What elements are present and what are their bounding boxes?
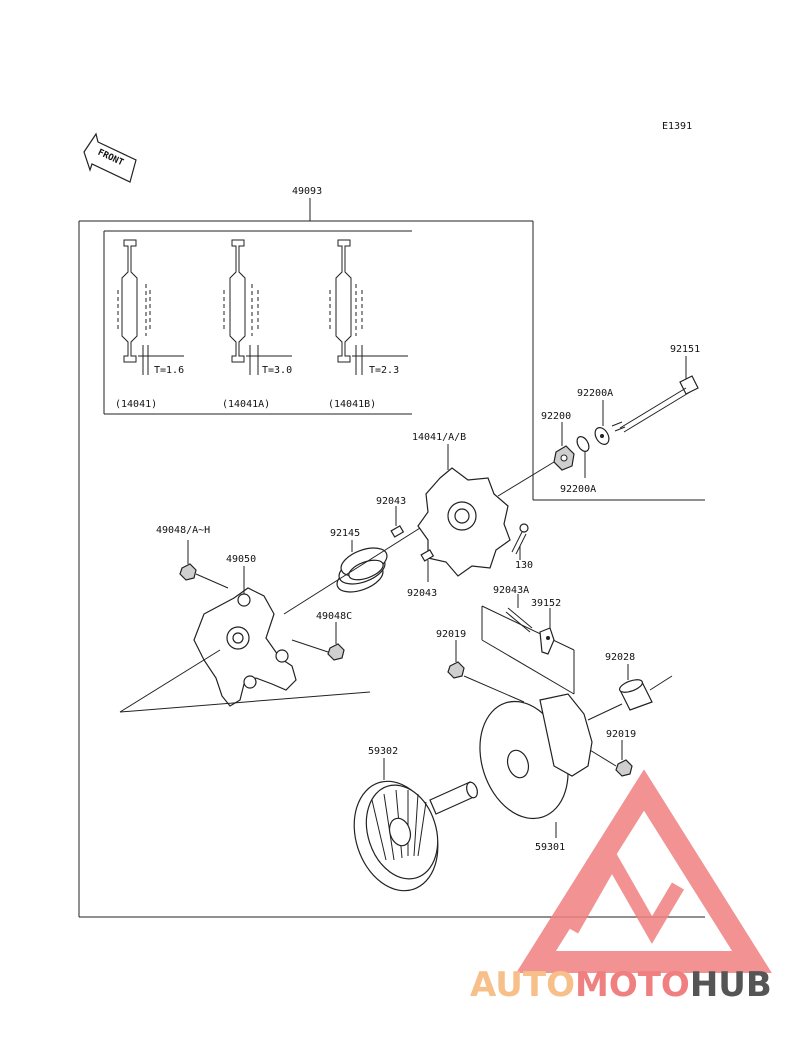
sheave-59302 xyxy=(353,758,478,892)
label-49048ah: 49048/A~H xyxy=(156,525,210,536)
bushing-92028 xyxy=(587,664,673,721)
washer-92200a-top xyxy=(594,400,610,445)
label-92200: 92200 xyxy=(541,411,571,422)
label-14041ab: 14041/A/B xyxy=(412,432,466,443)
nut-49048 xyxy=(179,540,229,589)
bolt-92151 xyxy=(611,356,699,433)
label-92145: 92145 xyxy=(330,528,360,539)
label-92043-bottom: 92043 xyxy=(407,588,437,599)
shim-thickness-3: T=2.3 xyxy=(369,365,399,376)
shim-thickness-2: T=3.0 xyxy=(262,365,292,376)
shim-part-3: (14041B) xyxy=(328,399,376,410)
diagram-code: E1391 xyxy=(662,121,692,132)
logo-text-part2: MOTO xyxy=(575,965,690,1005)
assembly-frame xyxy=(78,198,705,918)
sheave-59301 xyxy=(479,693,593,838)
label-59301: 59301 xyxy=(535,842,565,853)
weight-49050 xyxy=(193,566,297,707)
pin-92043-left xyxy=(390,506,405,538)
label-39152: 39152 xyxy=(531,598,561,609)
logo-text-part1: AUTO xyxy=(470,965,575,1005)
shim-inset xyxy=(103,230,412,415)
nut-92200 xyxy=(553,422,575,471)
label-49048c: 49048C xyxy=(316,611,352,622)
shim-14041 xyxy=(117,239,184,375)
shim-14041a xyxy=(223,239,292,375)
shim-part-1: (14041) xyxy=(115,399,157,410)
shim-14041b xyxy=(329,239,408,375)
label-49093: 49093 xyxy=(292,186,322,197)
nut-49048c xyxy=(291,622,345,661)
shim-part-2: (14041A) xyxy=(222,399,270,410)
label-49050: 49050 xyxy=(226,554,256,565)
nut-92019-right xyxy=(579,740,633,777)
spring-92145 xyxy=(336,540,388,593)
parts-92043a-39152 xyxy=(481,594,575,695)
shim-thickness-1: T=1.6 xyxy=(154,365,184,376)
screw-130 xyxy=(511,523,529,560)
washer-92200a-bottom xyxy=(576,436,590,478)
label-92028: 92028 xyxy=(605,652,635,663)
label-92043-left: 92043 xyxy=(376,496,406,507)
pin-92043-bottom xyxy=(420,549,435,582)
nut-92019-left xyxy=(447,640,525,703)
front-arrow-icon: FRONT xyxy=(83,132,137,183)
label-92019-right: 92019 xyxy=(606,729,636,740)
label-92200a-top: 92200A xyxy=(577,388,613,399)
label-92019-left: 92019 xyxy=(436,629,466,640)
label-92043a: 92043A xyxy=(493,585,529,596)
spider-14041 xyxy=(417,458,511,577)
label-130: 130 xyxy=(515,560,533,571)
label-92151: 92151 xyxy=(670,344,700,355)
automotohub-logo xyxy=(516,769,772,973)
label-92200a-bottom: 92200A xyxy=(560,484,596,495)
label-59302: 59302 xyxy=(368,746,398,757)
logo-text: AUTOMOTOHUB xyxy=(470,965,772,1005)
logo-text-part3: HUB xyxy=(690,965,772,1005)
